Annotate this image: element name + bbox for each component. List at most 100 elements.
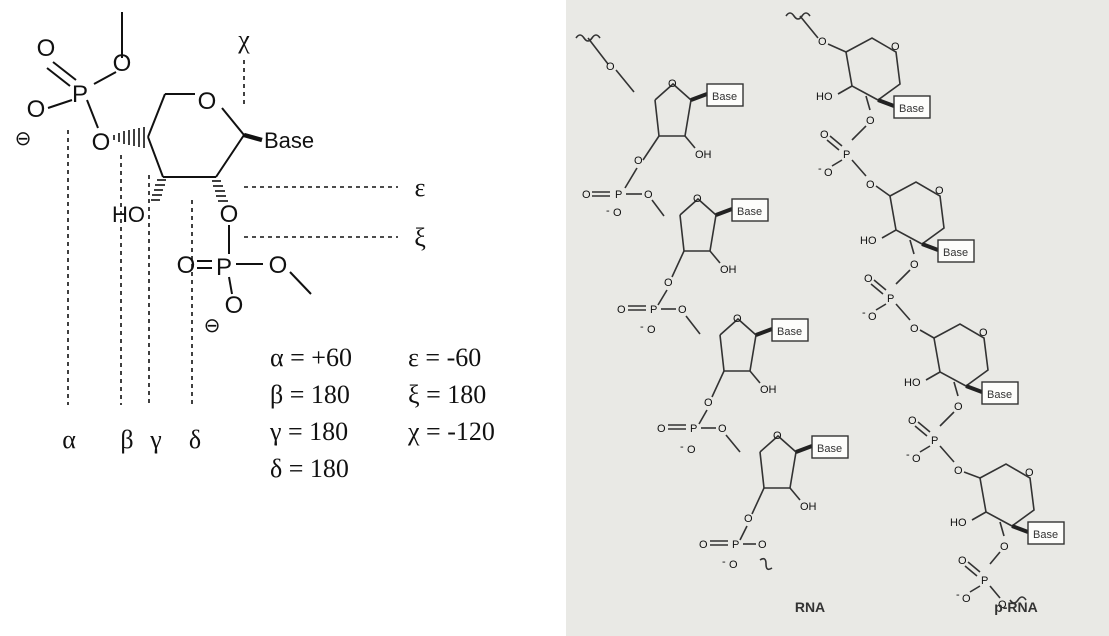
pyranose-torsion-diagram: O O P O ⊖ O O Base HO O O P O O ⊖ χ ε ξ … bbox=[15, 12, 495, 483]
rna-minus-1: - bbox=[606, 205, 610, 217]
atom-p-bottom: P bbox=[216, 254, 232, 281]
rna-o-11: O bbox=[657, 423, 666, 435]
prna-ho-4: HO bbox=[950, 517, 967, 529]
value-delta: δ = 180 bbox=[270, 454, 349, 483]
rna-base-3: Base bbox=[777, 326, 802, 338]
rna-ring-o-3: O bbox=[733, 313, 742, 325]
prna-o-5: O bbox=[866, 179, 875, 191]
rna-o-10: O bbox=[704, 397, 713, 409]
prna-o-4: O bbox=[824, 167, 833, 179]
value-xi: ξ = 180 bbox=[408, 380, 486, 409]
prna-o-16: O bbox=[962, 593, 971, 605]
rna-base-1: Base bbox=[712, 91, 737, 103]
rna-p-2: P bbox=[650, 304, 657, 316]
prna-o-14: O bbox=[1000, 541, 1009, 553]
atom-o-bottom-right: O bbox=[269, 252, 288, 279]
rna-minus-2: - bbox=[640, 321, 644, 333]
prna-o-17: O bbox=[998, 599, 1007, 611]
prna-o-15: O bbox=[958, 555, 967, 567]
rna-o-14: O bbox=[744, 513, 753, 525]
prna-minus-2: - bbox=[862, 307, 866, 319]
prna-o-3: O bbox=[820, 129, 829, 141]
minus-charge-bottom: ⊖ bbox=[204, 315, 221, 337]
atom-o-anion: O bbox=[27, 96, 46, 123]
label-base: Base bbox=[264, 128, 314, 153]
rna-o-2: O bbox=[634, 155, 643, 167]
prna-ring-o-3: O bbox=[979, 327, 988, 339]
rna-o-6: O bbox=[664, 277, 673, 289]
rna-oh-4: OH bbox=[800, 501, 817, 513]
prna-o-6: O bbox=[910, 259, 919, 271]
atom-o-top: O bbox=[113, 50, 132, 77]
atom-p-top: P bbox=[72, 81, 88, 108]
rna-base-4: Base bbox=[817, 443, 842, 455]
prna-p-1: P bbox=[843, 149, 850, 161]
rna-o-3: O bbox=[582, 189, 591, 201]
label-beta: β bbox=[120, 425, 133, 454]
prna-ring-o-1: O bbox=[891, 41, 900, 53]
prna-ring-o-4: O bbox=[1025, 467, 1034, 479]
prna-base-2: Base bbox=[943, 247, 968, 259]
prna-o-1: O bbox=[818, 36, 827, 48]
rna-base-2: Base bbox=[737, 206, 762, 218]
prna-ring-o-2: O bbox=[935, 185, 944, 197]
rna-o-17: O bbox=[758, 539, 767, 551]
prna-o-10: O bbox=[954, 401, 963, 413]
prna-o-2: O bbox=[866, 115, 875, 127]
value-beta: β = 180 bbox=[270, 380, 350, 409]
prna-p-2: P bbox=[887, 293, 894, 305]
rna-o-16: O bbox=[729, 559, 738, 571]
prna-minus-4: - bbox=[956, 589, 960, 601]
minus-charge-top: ⊖ bbox=[15, 128, 32, 150]
prna-ho-3: HO bbox=[904, 377, 921, 389]
value-alpha: α = +60 bbox=[270, 343, 352, 372]
rna-prna-comparison: O Base O OH O P O - O O bbox=[566, 0, 1109, 636]
rna-ring-o-2: O bbox=[693, 193, 702, 205]
prna-o-12: O bbox=[912, 453, 921, 465]
prna-minus-1: - bbox=[818, 163, 822, 175]
rna-ring-o-1: O bbox=[668, 78, 677, 90]
label-chi: χ bbox=[237, 25, 250, 54]
caption-prna: p-RNA bbox=[994, 599, 1038, 615]
label-xi: ξ bbox=[414, 223, 426, 252]
prna-o-9: O bbox=[910, 323, 919, 335]
prna-p-3: P bbox=[931, 435, 938, 447]
prna-o-8: O bbox=[868, 311, 877, 323]
rna-oh-2: OH bbox=[720, 264, 737, 276]
prna-base-3: Base bbox=[987, 389, 1012, 401]
atom-o-3prime: O bbox=[220, 201, 239, 228]
rna-o-5: O bbox=[644, 189, 653, 201]
rna-p-1: P bbox=[615, 189, 622, 201]
prna-o-7: O bbox=[864, 273, 873, 285]
rna-o-1: O bbox=[606, 61, 615, 73]
atom-o-double: O bbox=[37, 35, 56, 62]
caption-rna: RNA bbox=[795, 599, 825, 615]
rna-p-3: P bbox=[690, 423, 697, 435]
atom-o-anion-bottom: O bbox=[225, 292, 244, 319]
value-gamma: γ = 180 bbox=[269, 417, 348, 446]
rna-o-13: O bbox=[718, 423, 727, 435]
rna-o-8: O bbox=[647, 324, 656, 336]
label-epsilon: ε bbox=[415, 173, 426, 202]
value-chi: χ = -120 bbox=[407, 417, 495, 446]
prna-base-1: Base bbox=[899, 103, 924, 115]
rna-minus-3: - bbox=[680, 441, 684, 453]
prna-o-11: O bbox=[908, 415, 917, 427]
rna-o-15: O bbox=[699, 539, 708, 551]
label-gamma: γ bbox=[149, 425, 162, 454]
label-alpha: α bbox=[62, 425, 76, 454]
rna-oh-1: OH bbox=[695, 149, 712, 161]
prna-p-4: P bbox=[981, 575, 988, 587]
prna-o-13: O bbox=[954, 465, 963, 477]
rna-strand: O Base O OH O P O - O O bbox=[575, 34, 849, 615]
label-ho: HO bbox=[112, 202, 145, 227]
prna-ho-1: HO bbox=[816, 91, 833, 103]
rna-minus-4: - bbox=[722, 556, 726, 568]
atom-o-ring: O bbox=[198, 88, 217, 115]
atom-o-ester: O bbox=[92, 129, 111, 156]
rna-o-7: O bbox=[617, 304, 626, 316]
prna-ho-2: HO bbox=[860, 235, 877, 247]
rna-ring-o-4: O bbox=[773, 430, 782, 442]
rna-p-4: P bbox=[732, 539, 739, 551]
value-epsilon: ε = -60 bbox=[408, 343, 481, 372]
